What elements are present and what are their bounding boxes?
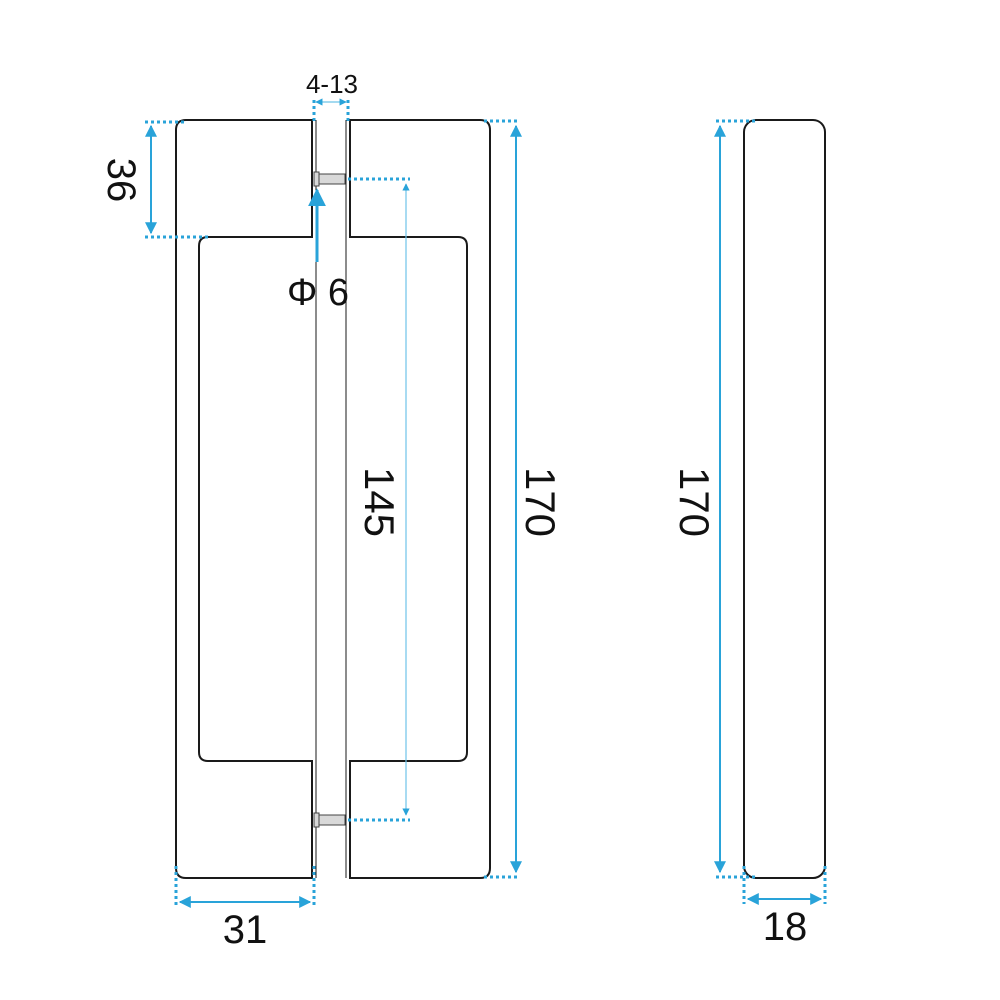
screw-top: [313, 171, 346, 187]
post-width-dimension: [174, 866, 316, 908]
screw-bottom: [313, 812, 346, 828]
post-height-label: 36: [99, 158, 143, 203]
center-distance-label: 145: [356, 467, 403, 537]
gap-dimension: [312, 98, 350, 122]
side-view-outline: [743, 119, 826, 879]
side-length-label: 170: [671, 467, 718, 537]
center-distance-dimension: [348, 177, 410, 822]
gap-label: 4-13: [306, 69, 358, 99]
right-handle-outline: [349, 119, 491, 879]
front-length-dimension: [484, 119, 522, 879]
screw-diameter-label: Φ 6: [287, 272, 349, 314]
depth-label: 18: [763, 905, 808, 949]
side-length-dimension: [714, 119, 756, 879]
front-length-label: 170: [517, 467, 564, 537]
post-height-dimension: [145, 120, 208, 239]
post-width-label: 31: [223, 908, 268, 952]
left-handle-outline: [175, 119, 313, 879]
depth-dimension: [742, 866, 827, 905]
